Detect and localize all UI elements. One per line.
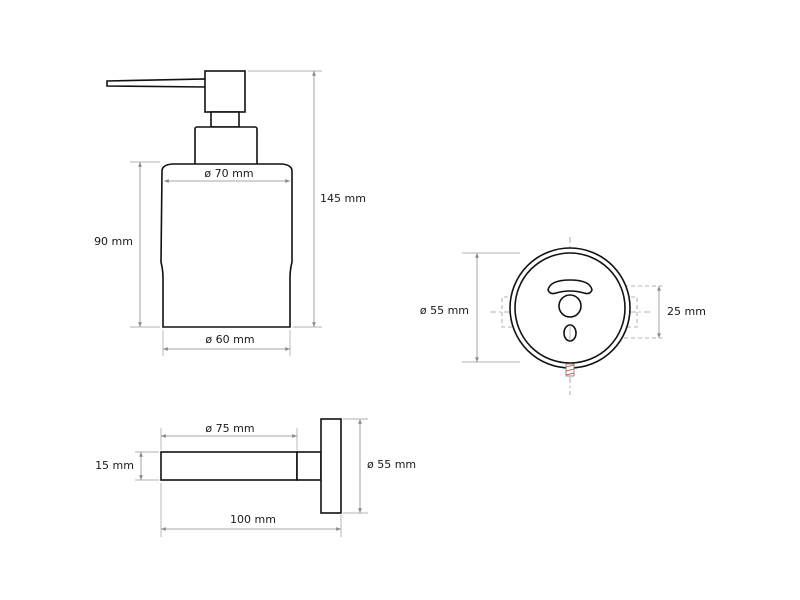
pump-head (204, 70, 246, 113)
wall-plate-side (320, 418, 342, 514)
dim-front-total-height: 145 mm (320, 192, 366, 205)
dim-side-plate-diameter: ø 55 mm (367, 458, 416, 471)
dim-front-body-height: 90 mm (94, 235, 133, 248)
dim-side-ring-diameter: ø 75 mm (205, 422, 254, 435)
dim-plate-diameter: ø 55 mm (420, 304, 469, 317)
dim-front-bottom-diameter: ø 60 mm (205, 333, 254, 346)
holder-arm (160, 451, 298, 481)
mounting-slot-upper (547, 279, 593, 295)
dim-front-top-diameter: ø 70 mm (204, 167, 253, 180)
side-view: ø 75 mm 15 mm ø 55 mm 100 mm (95, 418, 416, 537)
plate-view: ø 55 mm 25 mm (420, 237, 706, 395)
pump-collar (194, 126, 258, 166)
dim-plate-hole-spacing: 25 mm (667, 305, 706, 318)
arm-connector (296, 451, 322, 481)
pump-neck (210, 111, 240, 128)
container-body (160, 163, 293, 328)
dim-side-arm-thickness: 15 mm (95, 459, 134, 472)
front-view: ø 70 mm ø 60 mm 90 mm 145 mm (94, 70, 366, 356)
mounting-hole-center (558, 294, 582, 318)
pump-spout (106, 78, 207, 88)
dim-side-total-length: 100 mm (230, 513, 276, 526)
